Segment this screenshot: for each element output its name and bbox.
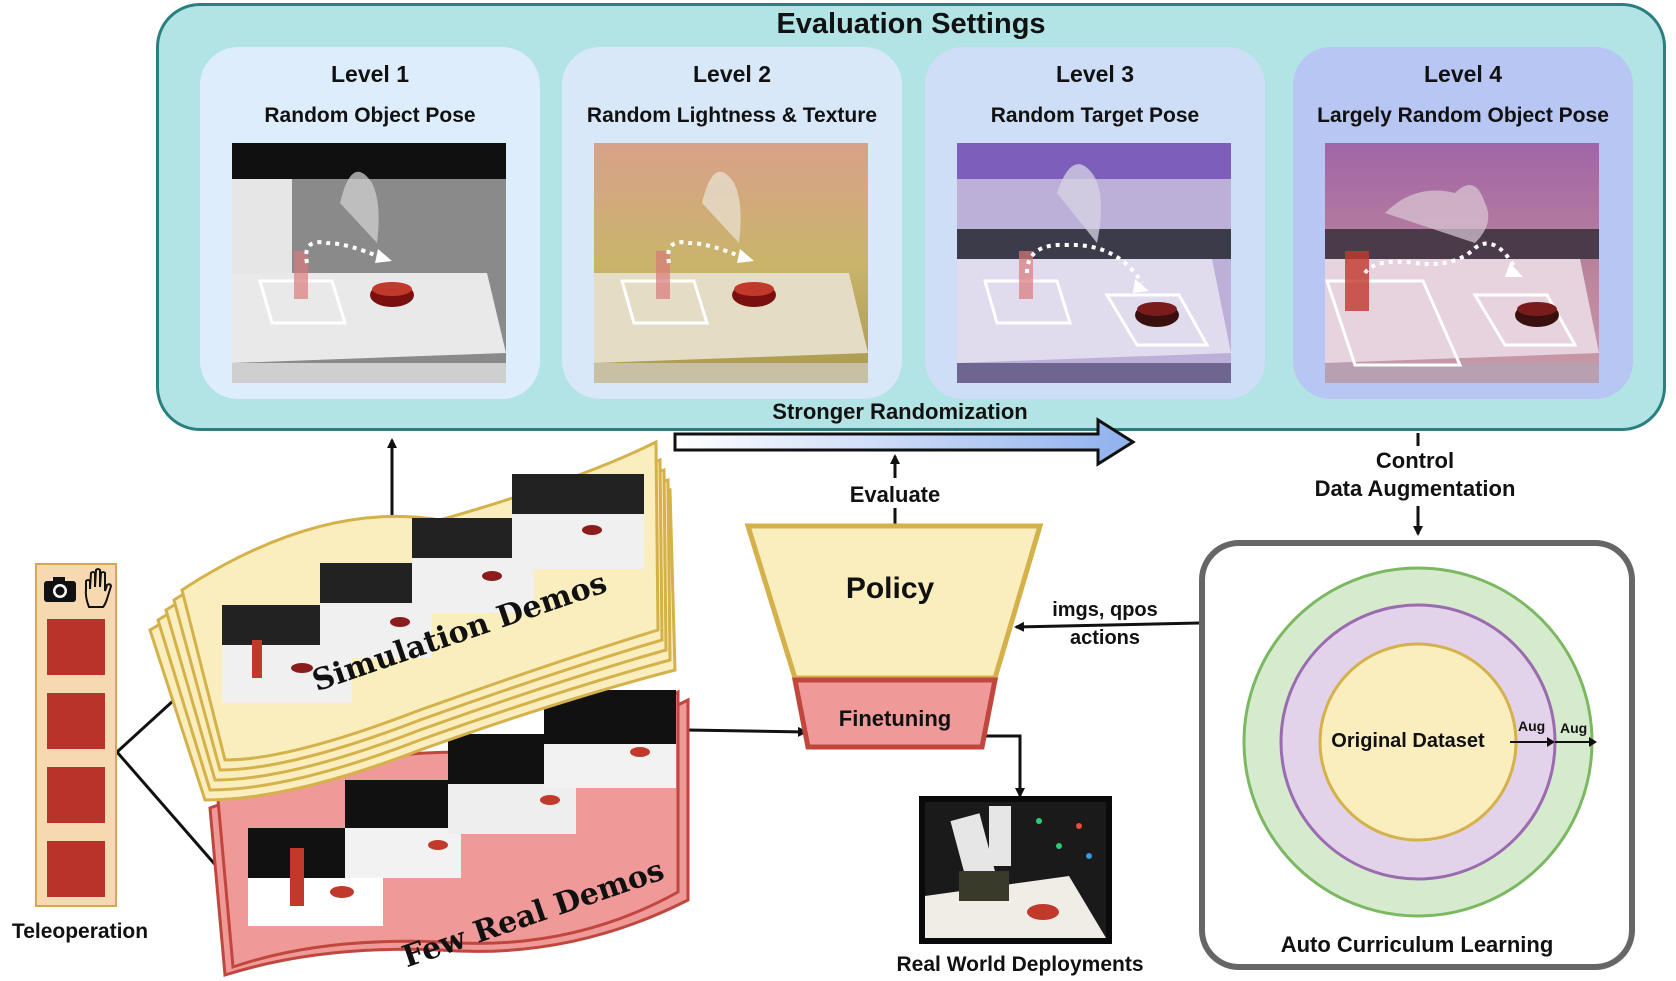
level-1-subtitle: Random Object Pose	[264, 104, 476, 127]
aug-label-inner: Aug	[1518, 718, 1546, 734]
level-2-card: Level 2 Random Lightness & Texture	[562, 47, 902, 399]
io-inputs-label: imgs, qpos	[1052, 599, 1158, 621]
level-2-subtitle: Random Lightness & Texture	[586, 104, 878, 127]
teleoperation-panel	[35, 563, 117, 907]
curriculum-rings-layer	[1242, 566, 1597, 918]
level-2-title: Level 2	[693, 61, 771, 87]
auto-curriculum-learning-label: Auto Curriculum Learning	[1280, 932, 1554, 957]
finetuning-trapezoid	[791, 677, 999, 750]
control-line-2: Data Augmentation	[1314, 476, 1516, 501]
real-world-deployments-label: Real World Deployments	[896, 953, 1144, 976]
level-2-scene-image	[594, 143, 868, 383]
teleop-frame-1	[47, 619, 105, 675]
stronger-randomization-arrow	[673, 417, 1136, 467]
level-1-title: Level 1	[331, 61, 409, 87]
io-actions-label: actions	[1069, 627, 1141, 649]
level-3-card: Level 3 Random Target Pose	[925, 47, 1265, 399]
control-line-1: Control	[1375, 448, 1455, 473]
finetuning-to-deployment-arrow	[980, 734, 1025, 798]
io-label: imgs, qpos actions	[1030, 596, 1180, 652]
level-3-subtitle: Random Target Pose	[990, 104, 1200, 127]
stronger-randomization-label: Stronger Randomization	[772, 399, 1028, 424]
teleop-frame-3	[47, 767, 105, 823]
policy-label: Policy	[845, 572, 935, 605]
teleop-frame-2	[47, 693, 105, 749]
level-1-card: Level 1 Random Object Pose	[200, 47, 540, 399]
evaluate-label: Evaluate	[849, 482, 941, 507]
level-4-card: Level 4 Largely Random Object Pose	[1293, 47, 1633, 399]
simulation-demos-stack	[148, 439, 677, 802]
camera-icon	[44, 577, 76, 602]
aug-label-outer: Aug	[1560, 720, 1588, 736]
evaluation-settings-title: Evaluation Settings	[776, 8, 1046, 40]
control-label: Control Data Augmentation	[1280, 447, 1550, 503]
level-4-subtitle: Largely Random Object Pose	[1317, 104, 1609, 127]
original-dataset-label: Original Dataset	[1331, 730, 1485, 752]
level-1-scene-image	[232, 143, 506, 383]
teleoperation-label: Teleoperation	[11, 920, 149, 943]
real-to-finetuning-arrow	[686, 726, 808, 737]
hand-icon	[84, 568, 113, 608]
teleop-to-real-arrow	[115, 751, 234, 886]
finetuning-label: Finetuning	[838, 706, 952, 731]
level-3-title: Level 3	[1056, 61, 1134, 87]
curriculum-to-policy-arrow	[1014, 621, 1200, 632]
level-4-scene-image	[1325, 143, 1599, 383]
level-3-scene-image	[957, 143, 1231, 383]
level-4-title: Level 4	[1424, 61, 1502, 87]
teleop-frame-4	[47, 841, 105, 897]
real-world-deployment-image	[919, 796, 1112, 944]
